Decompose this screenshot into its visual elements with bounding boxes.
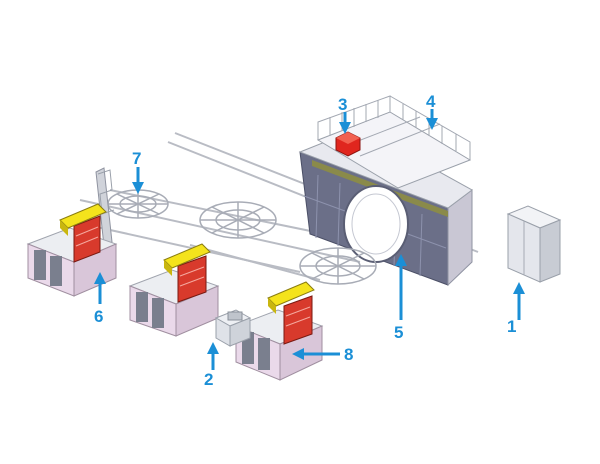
electrical-cabinet [506, 205, 562, 283]
callout-label-3: 3 [338, 95, 347, 114]
carriage-arm-left [26, 167, 118, 297]
callout-label-6: 6 [94, 307, 103, 326]
wheel-frame-7 [107, 189, 169, 219]
vertical-tower [95, 167, 113, 247]
callout-labels: 1 2 3 4 5 6 7 8 [94, 92, 516, 389]
oven-door-opening [343, 185, 409, 263]
callout-label-1: 1 [507, 317, 516, 336]
callout-label-8: 8 [344, 345, 353, 364]
rotational-frames [107, 189, 377, 285]
callout-label-4: 4 [426, 92, 436, 111]
callout-label-2: 2 [204, 370, 213, 389]
callout-arrows [94, 109, 525, 370]
control-console [214, 309, 252, 347]
callout-label-7: 7 [132, 149, 141, 168]
console-screen [227, 311, 243, 321]
yellow-motor-housing [59, 203, 107, 229]
wheel-frame-front [299, 247, 377, 285]
carriage-arm-middle [128, 243, 220, 337]
wheel-frame-center [199, 201, 277, 239]
callout-label-5: 5 [394, 323, 403, 342]
red-cabinet [73, 215, 101, 263]
